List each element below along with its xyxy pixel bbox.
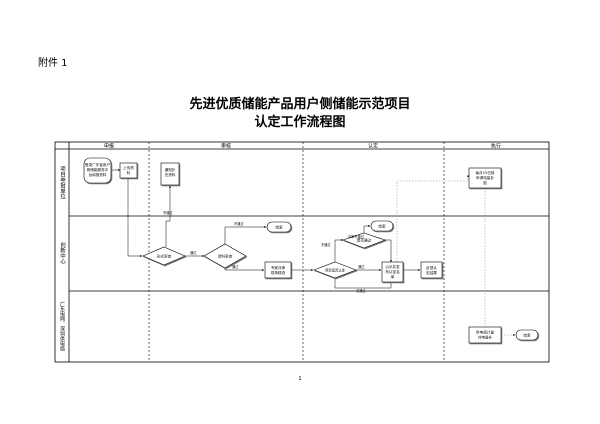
edge-label-pass-1: 通过 [190, 250, 197, 255]
svg-text:结束: 结束 [378, 224, 386, 229]
svg-text:充资料: 充资料 [165, 172, 176, 177]
node-end-fail: 结束 [370, 220, 394, 232]
svg-text:资料审查: 资料审查 [218, 254, 233, 259]
edge-label-not-pass-1: 不通过 [163, 210, 173, 215]
svg-text:侧储能服务平: 侧储能服务平 [87, 167, 109, 172]
column-header-apply: 申报 [104, 143, 114, 150]
svg-text:登录广东省用户: 登录广东省用户 [85, 162, 111, 167]
svg-text:台填报资料: 台填报资料 [89, 172, 107, 177]
node-end-reject: 结束 [266, 221, 292, 233]
svg-text:上传资: 上传资 [123, 165, 134, 170]
edge-label-pass-3: 通过 [358, 264, 365, 269]
column-header-execute: 执行 [491, 143, 501, 150]
edge-label-not-accepted: 未通过 [356, 288, 366, 293]
node-result: 反馈认 定结果 [420, 261, 443, 279]
column-header-confirm: 认定 [368, 143, 378, 150]
node-end-final: 结束 [515, 329, 539, 341]
edge-label-fail-review: 评审不通过 [348, 234, 365, 239]
svg-text:贴: 贴 [483, 180, 487, 185]
node-organize-review: 专家评审 现场核查 [264, 261, 292, 279]
svg-text:现场核查: 现场核查 [271, 270, 286, 275]
diagram-subtitle: 认定工作流程图 [254, 115, 346, 130]
lane-label-innovation-center: 创新中心 [59, 242, 65, 264]
svg-text:结束: 结束 [275, 225, 283, 230]
svg-text:供电局计量: 供电局计量 [476, 330, 494, 335]
page-number: 1 [298, 376, 302, 382]
svg-text:专家评审: 专家评审 [271, 265, 286, 270]
attachment-label: 附件 1 [38, 58, 68, 69]
svg-text:定结果: 定结果 [426, 270, 437, 275]
svg-text:申请电量补: 申请电量补 [476, 175, 494, 180]
svg-text:反馈认: 反馈认 [426, 265, 437, 270]
lane-label-applicant: 项目申报单位 [59, 166, 65, 199]
svg-text:料: 料 [127, 170, 131, 175]
node-form-review: 形式审查 [142, 246, 186, 266]
svg-text:项目是否认定: 项目是否认定 [325, 268, 345, 273]
svg-text:通知补: 通知补 [165, 167, 176, 172]
edge-label-pass-2: 通过 [232, 264, 239, 269]
node-monthly-apply: 每月15日前 申请电量补 贴 [468, 167, 502, 189]
node-content-review: 资料审查 [203, 243, 247, 269]
diagram-title: 先进优质储能产品用户侧储能示范项目 [189, 97, 411, 112]
node-accept-qualify: 项目是否认定 [313, 261, 357, 279]
node-notify-fix: 通知补 充资料 [160, 162, 180, 186]
svg-text:形式审查: 形式审查 [157, 254, 172, 259]
node-announce: 公示并发 布认定名 单 [381, 261, 404, 283]
node-pass-confirm: 是否通过 [342, 232, 386, 249]
svg-text:布认定名: 布认定名 [385, 269, 400, 274]
svg-text:每月15日前: 每月15日前 [476, 170, 495, 175]
node-settle: 供电局计量 并电量补 [468, 326, 502, 344]
svg-text:结束: 结束 [523, 333, 531, 338]
svg-text:单: 单 [391, 274, 395, 279]
edge-label-not-pass-3: 不通过 [321, 242, 331, 247]
lane-label-power-grid: 广东电网、深圳供电局 [59, 301, 65, 351]
node-submit-online: 登录广东省用户 侧储能服务平 台填报资料 [83, 157, 112, 184]
lane-grid [54, 141, 550, 363]
node-upload: 上传资 料 [119, 162, 138, 179]
connectors [111, 169, 421, 289]
svg-text:公示并发: 公示并发 [385, 264, 400, 269]
column-dividers [148, 142, 445, 362]
column-header-review: 审核 [221, 143, 231, 150]
svg-text:并电量补: 并电量补 [478, 335, 493, 340]
edge-label-not-pass-2: 不通过 [234, 221, 244, 226]
dashed-connectors [396, 174, 516, 336]
svg-text:是否通过: 是否通过 [357, 238, 372, 243]
